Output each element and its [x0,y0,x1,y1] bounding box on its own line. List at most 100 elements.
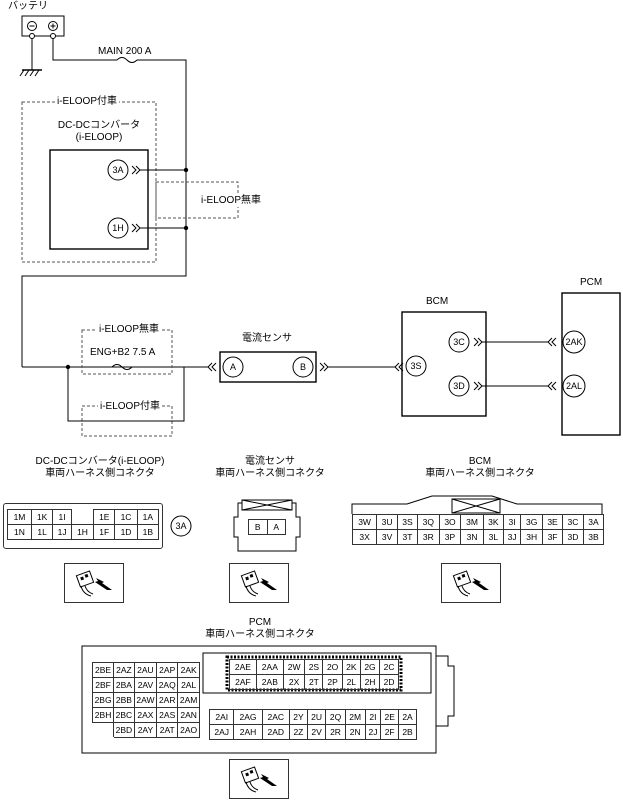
with-eloop-label-lower: i-ELOOP付車 [98,401,163,413]
pcm-pin-2ak [562,330,586,354]
sensor-connector-title-2: 車両ハーネス側コネクタ [215,468,325,479]
bcm-cell: 3R [417,529,440,545]
dcdc-cell: 1F [93,524,116,540]
pcm-cell: 2W [282,659,306,675]
main-fuse [116,57,138,63]
bcm-cell: 3B [582,529,605,545]
bcm-cell: 3F [542,529,564,545]
pcm-cell: 2BA [113,677,135,693]
pcm-cell: 2L [341,674,361,690]
bcm-cell: 3U [376,514,398,530]
bcm-cell: 3K [482,514,504,530]
dcdc-pin-1h [107,217,129,239]
pcm-cell: 2AQ [156,677,179,693]
pcm-cell: 2M [344,709,366,725]
sensor-pin-b [292,356,314,378]
dcdc-cell: 1N [7,524,32,540]
pcm-connector-title-2: 車両ハーネス側コネクタ [205,629,315,640]
dcdc-cell: 1H [70,524,95,540]
pcm-pin-2al-label: 2AL [565,381,582,391]
pcm-upper-frame [202,652,432,694]
bcm-cell: 3V [376,529,398,545]
pcm-cell: 2AG [233,709,263,725]
dcdc-connector-title-1: DC-DCコンバータ(i-ELOOP) [35,456,165,467]
pcm-cell: 2AW [133,692,158,708]
no-eloop-label-upper: i-ELOOP無車 [200,195,263,207]
dcdc-connector: 1M 1K 1I 1E 1C 1A 1N 1L 1J 1H 1F 1D 1B [3,503,163,549]
pcm-cell: 2BF [91,677,115,693]
bcm-cell: 3H [520,529,544,545]
pcm-cell: 2AT [156,722,179,738]
harness-connector-icon [229,563,289,603]
dcdc-group-label: i-ELOOP付車 [55,96,120,108]
sensor-connector-grid: B A [248,519,286,535]
dcdc-cell: 1D [114,524,138,540]
current-sensor-title: 電流センサ [242,333,292,344]
pcm-cell: 2G [359,659,381,675]
harness-connector-icon [64,563,124,603]
current-sensor-box [219,351,317,383]
dcdc-title-1: DC-DCコンバータ [57,120,141,131]
pcm-cell: 2A [398,709,417,725]
bcm-connector-title-1: BCM [468,456,492,467]
pcm-cell: 2AC [261,709,291,725]
dcdc-connector-3a-circle [170,515,192,537]
pcm-cell: 2S [304,659,324,675]
pcm-cell: 2O [322,659,343,675]
sensor-connector-title-1: 電流センサ [245,456,295,467]
pcm-cell: 2P [322,674,343,690]
pcm-connector-title-1: PCM [248,617,272,628]
bcm-pin-3d-label: 3D [453,381,465,391]
sensor-pin-b-label: B [299,362,306,372]
dcdc-cell: 1K [30,509,54,525]
dcdc-title-2: (i-ELOOP) [75,132,123,143]
pcm-cell: 2BE [91,662,115,678]
pcm-cell: 2Q [325,709,346,725]
bcm-cell: 3W [351,514,378,530]
dcdc-connector-title-2: 車両ハーネス側コネクタ [45,468,155,479]
pcm-cell: 2K [341,659,361,675]
pcm-upper-grid: 2AE 2AA 2W 2S 2O 2K 2G 2C 2AF 2AB 2X 2T … [229,659,399,690]
bcm-connector-grid: 3W 3U 3S 3Q 3O 3M 3K 3I 3G 3E 3C 3A 3X 3… [351,514,605,545]
pcm-cell: 2AK [177,662,200,678]
battery-minus-terminal [27,21,37,31]
pcm-cell: 2Z [289,724,308,740]
pcm-cell: 2AR [156,692,179,708]
pcm-cell: 2AM [177,692,200,708]
pcm-cell: 2AE [229,659,257,675]
bcm-cell: 3N [460,529,484,545]
pcm-cell: 2D [379,674,399,690]
pcm-cell: 2I [364,709,382,725]
pcm-cell: 2BD [113,722,135,738]
bcm-box [401,311,487,417]
pcm-left-grid: 2BE 2AZ 2AU 2AP 2AK 2BF 2BA 2AV 2AQ 2AL … [91,662,200,738]
dcdc-pin-3a [107,159,129,181]
pcm-cell [91,722,115,738]
dcdc-pin-3a-label: 3A [112,165,124,175]
eng-b2-fuse-label: ENG+B2 7.5 A [90,347,156,358]
pcm-cell: 2F [380,724,400,740]
bcm-cell: 3Q [417,514,440,530]
pcm-cell: 2B [398,724,417,740]
pcm-upper-hatch [225,655,403,692]
dcdc-cell: 1M [7,509,32,525]
dcdc-cell: 1I [52,509,72,525]
pcm-cell: 2AH [233,724,263,740]
dcdc-cell: 1E [93,509,116,525]
bcm-cell: 3S [396,514,419,530]
bcm-pin-3d [448,375,470,397]
harness-connector-icon [229,759,289,799]
pcm-cell: 2V [306,724,327,740]
pcm-cell: 2AD [261,724,291,740]
pcm-cell: 2BG [91,692,115,708]
pcm-cell: 2R [325,724,346,740]
pcm-cell: 2AB [255,674,284,690]
bcm-pin-3c-label: 3C [453,337,465,347]
bcm-cell: 3L [482,529,504,545]
bcm-cell: 3J [502,529,522,545]
dcdc-connector-grid: 1M 1K 1I 1E 1C 1A 1N 1L 1J 1H 1F 1D 1B [7,509,160,540]
bcm-title: BCM [426,296,449,307]
pcm-cell: 2AA [255,659,284,675]
bcm-connector-title-2: 車両ハーネス側コネクタ [425,468,535,479]
pcm-cell: 2AX [133,707,158,723]
